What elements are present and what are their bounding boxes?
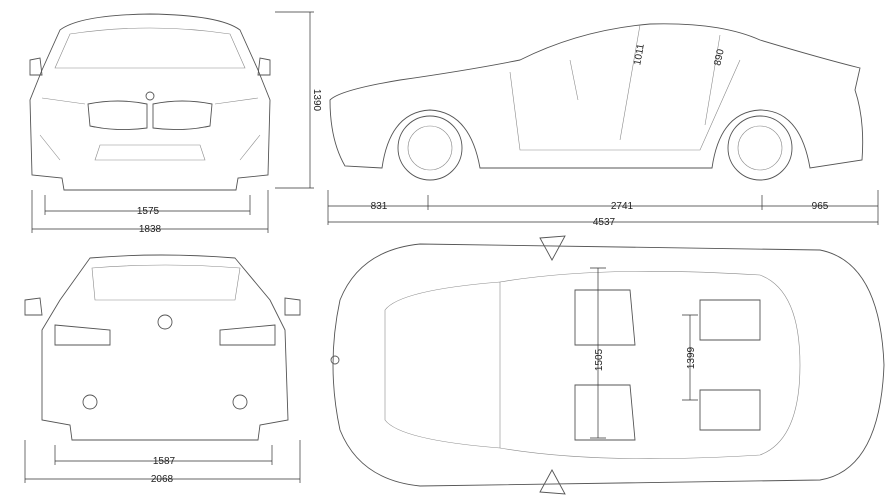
front-view: 1575 1838 1390 [29,11,322,235]
front-shoulder-width-label: 1505 [594,348,605,371]
front-headroom-label: 1011 [632,43,647,67]
side-view: 831 2741 965 4537 1011 890 [327,23,879,228]
front-overhang-label: 831 [371,201,388,212]
wheelbase-label: 2741 [611,201,634,212]
height-label: 1390 [311,89,322,112]
width-with-mirrors-label: 2068 [151,474,174,485]
length-label: 4537 [593,217,616,228]
top-view: 1505 1399 [330,235,885,495]
rear-track-label: 1587 [153,456,176,467]
rear-shoulder-width-label: 1399 [686,346,697,369]
rear-headroom-label: 890 [712,48,726,67]
rear-view: 1587 2068 [24,254,301,485]
front-track-label: 1575 [137,206,160,217]
rear-overhang-label: 965 [812,201,829,212]
width-label: 1838 [139,224,162,235]
